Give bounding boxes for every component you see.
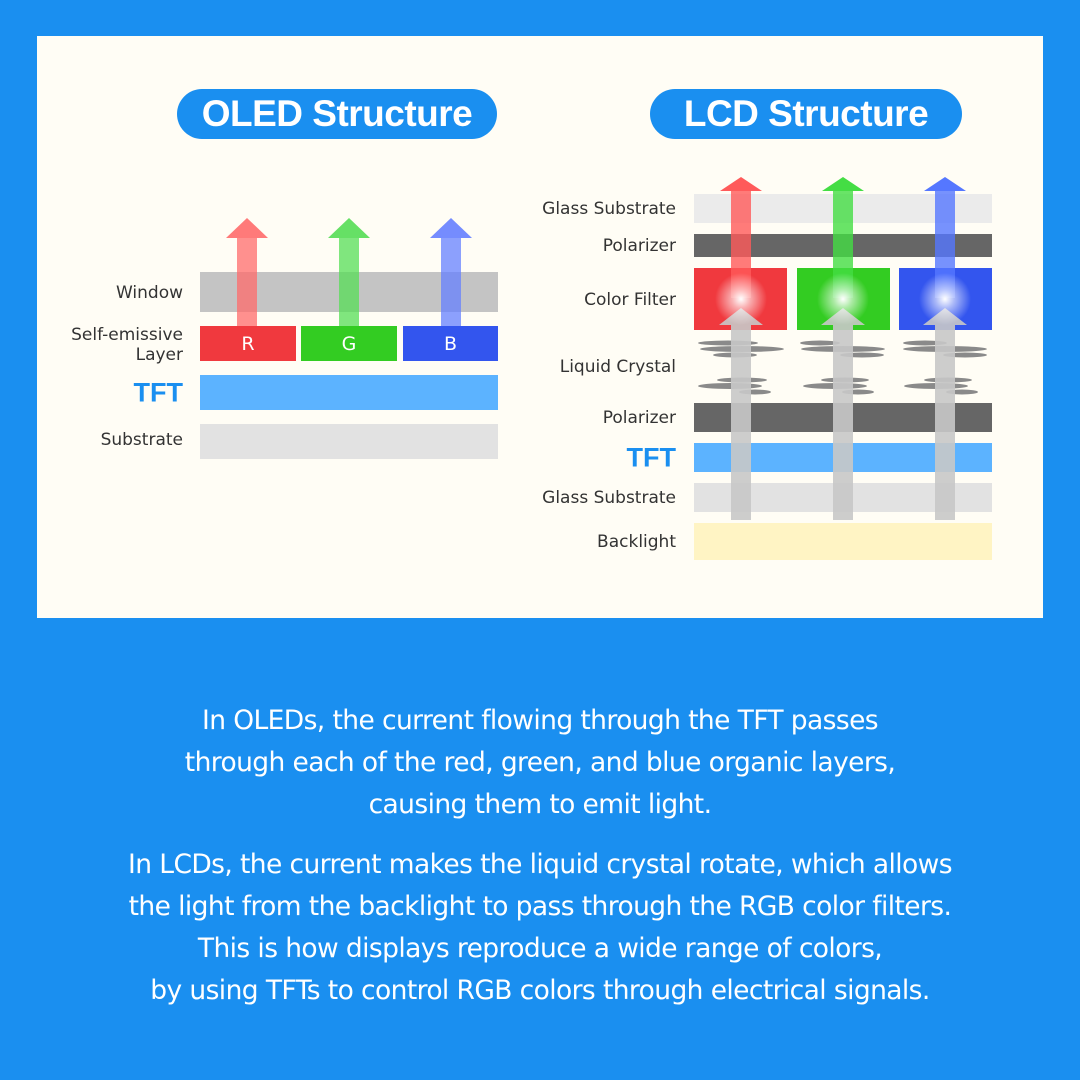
oled-window-label: Window [115,283,183,303]
lcd-blue-glow [919,273,971,325]
oled-substrate-label: Substrate [100,430,183,450]
oled-subpixel-g-label: G [341,332,357,355]
lcd-green-glow [817,273,869,325]
lcd-glass-top-label: Glass Substrate [542,199,676,219]
lcd-green-arrow [822,177,864,298]
lcd-backlight-layer [694,523,992,560]
oled-substrate-layer [200,424,498,459]
lcd-red-glow [715,273,767,325]
lcd-polarizer-bottom-label: Polarizer [602,408,676,428]
oled-tft-label: TFT [133,377,183,408]
oled-subpixel-b-label: B [443,332,458,355]
lcd-glass-bottom-label: Glass Substrate [542,488,676,508]
lcd-description: In LCDs, the current makes the liquid cr… [128,849,952,1006]
oled-subpixel-r-label: R [241,332,255,355]
oled-title: OLED Structure [177,89,497,139]
lcd-tft-label: TFT [626,442,676,473]
oled-red-subpixel [200,326,296,361]
oled-blue-subpixel [403,326,498,361]
oled-blue-arrow [430,218,472,326]
lcd-backlight-label: Backlight [597,532,676,552]
oled-tft-layer [200,375,498,410]
lcd-color-filter-label: Color Filter [584,290,676,310]
lcd-red-arrow [720,177,762,298]
oled-self-emissive-label: Self-emissive Layer [71,325,183,365]
lcd-title: LCD Structure [650,89,962,139]
oled-green-subpixel [301,326,397,361]
lcd-polarizer-top-label: Polarizer [602,236,676,256]
description: In OLEDs, the current flowing through th… [30,700,1050,1030]
oled-description: In OLEDs, the current flowing through th… [184,705,896,820]
oled-green-arrow [328,218,370,326]
lcd-backlight-arrows [719,308,967,520]
lcd-blue-arrow [924,177,966,298]
oled-red-arrow [226,218,268,326]
lcd-liquid-crystal-label: Liquid Crystal [559,357,676,377]
